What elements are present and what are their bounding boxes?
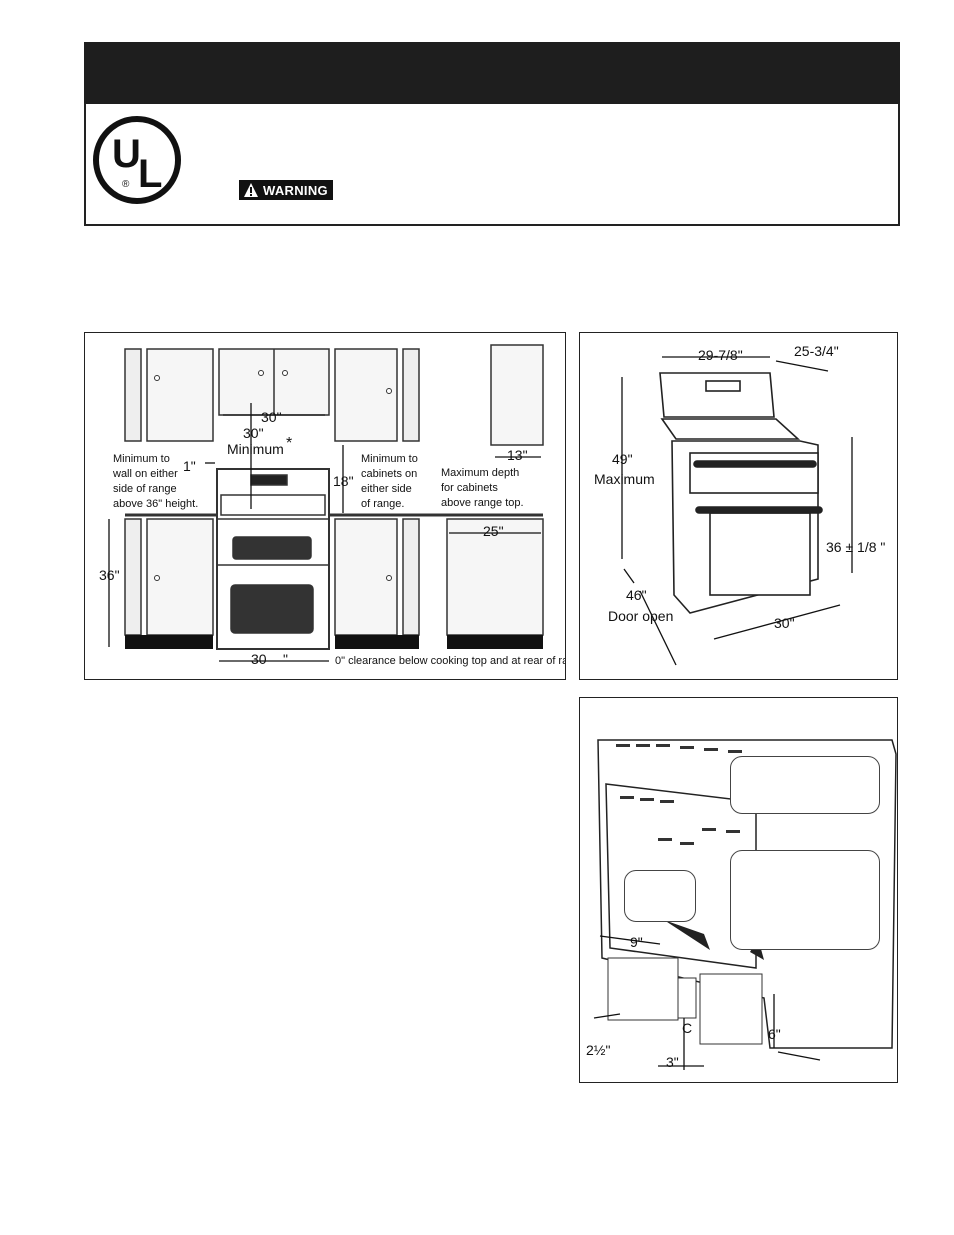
rear-view-panel: 9" 6" 3" 2½" C (579, 697, 898, 1083)
note-wall-line-1: Minimum to (113, 453, 170, 465)
note-depth-line-3: above range top. (441, 497, 524, 509)
ul-registered: ® (122, 179, 130, 190)
cabinet-diagram-drawing (108, 344, 544, 662)
note-cab-line-2: cabinets on (361, 468, 418, 480)
note-wall-line-3: side of range (113, 483, 177, 495)
callout-upper (730, 756, 880, 814)
range-width-label: 30 (251, 651, 267, 667)
note-cab-line-4: of range. (361, 498, 405, 510)
side-gap-label: 1" (183, 458, 196, 474)
clearance-note: 0" clearance below cooking top and at re… (335, 655, 566, 667)
dim-6-label: 6" (768, 1026, 781, 1042)
door-open-label: Door open (608, 608, 674, 624)
warning-badge: WARNING (239, 180, 333, 200)
note-depth-line-2: for cabinets (441, 482, 498, 494)
counter-height-label: 36" (99, 567, 120, 583)
height-max-label: Maximum (594, 471, 655, 487)
warning-triangle-icon (244, 183, 258, 197)
centerline-label: C (682, 1020, 693, 1036)
upper-clearance-label: 30" (243, 425, 264, 441)
range-3d-drawing (621, 356, 853, 666)
callout-left (624, 870, 696, 922)
door-open-height-label: 46" (626, 587, 647, 603)
dim-3-label: 3" (666, 1054, 679, 1070)
height-label: 49" (612, 451, 633, 467)
dim-9-label: 9" (630, 934, 643, 950)
upper-width-label: 30" (261, 409, 282, 425)
callout-right (730, 850, 880, 950)
note-cab-line-3: either side (361, 483, 412, 495)
top-width-label: 29-7/8" (698, 347, 743, 363)
note-wall-line-4: above 36" height. (113, 498, 199, 510)
note-depth-line-1: Maximum depth (441, 467, 520, 479)
dim-2half-label: 2½" (586, 1042, 611, 1058)
side-cab-height-label: 18" (333, 473, 354, 489)
depth-25-label: 25" (483, 523, 504, 539)
note-cab-line-1: Minimum to (361, 453, 418, 465)
cabinet-clearance-panel: 30" 30" Minimum * 1" 18" Minimum to wall… (84, 332, 566, 680)
warning-label: WARNING (263, 182, 328, 198)
range-width-unit: " (283, 651, 288, 667)
range-dimensions-panel: 29-7/8" 25-3/4" 49" Maximum 46" Door ope… (579, 332, 898, 680)
note-wall-line-2: wall on either (113, 468, 178, 480)
ul-notice-box: U L ® WARNING (84, 103, 900, 226)
ul-letter-l: L (138, 152, 162, 196)
top-depth-label: 25-3/4" (794, 343, 839, 359)
header-bar (84, 42, 900, 104)
minimum-label: Minimum (227, 441, 284, 457)
range-width-3d-label: 30" (774, 615, 795, 631)
cook-height-label: 36 ± 1/8 " (826, 539, 886, 555)
depth-13-label: 13" (507, 447, 528, 463)
asterisk-mark: * (286, 435, 293, 452)
ul-letter-u: U (112, 132, 141, 176)
ul-logo-icon: U L ® (93, 116, 181, 204)
